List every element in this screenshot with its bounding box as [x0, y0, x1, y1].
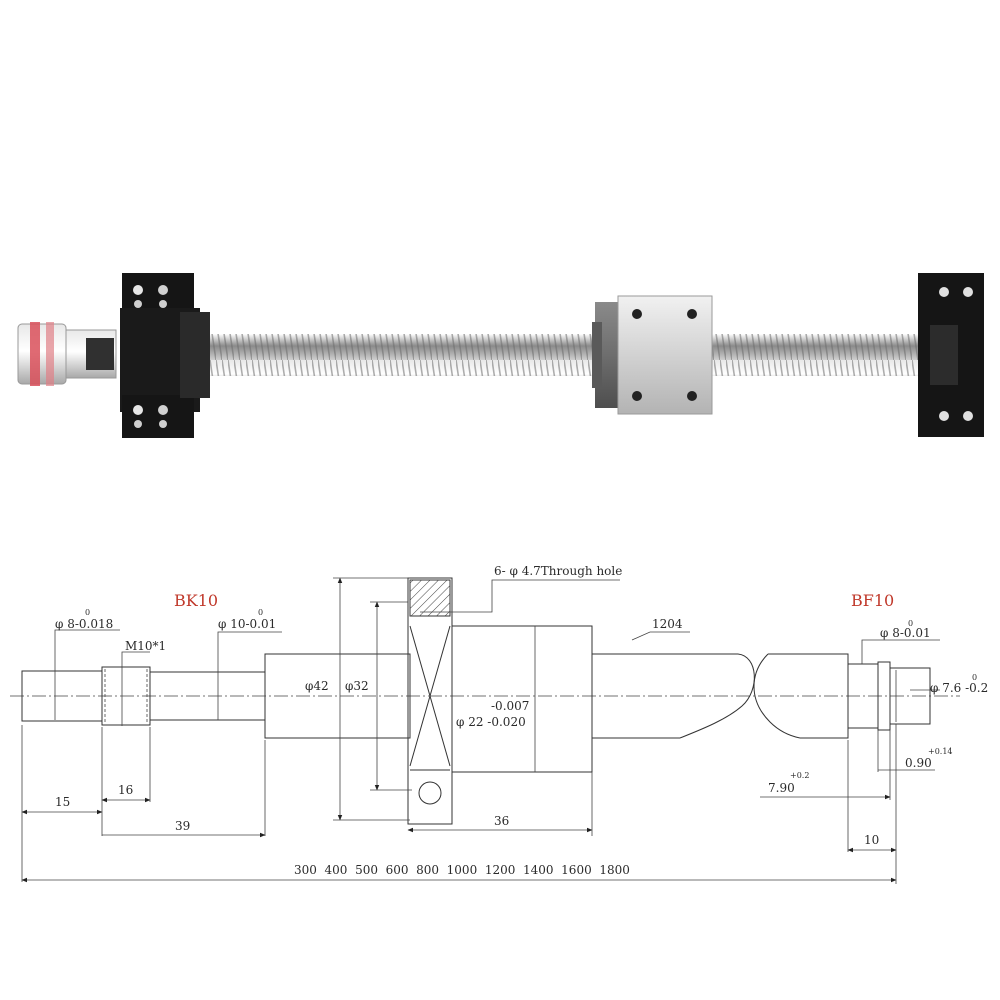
- dim-16: 16: [118, 783, 133, 797]
- right-end-dia-tol: 0: [908, 619, 913, 628]
- shaft-left-dia: φ 8-0.018: [55, 617, 113, 631]
- groove-pos-tol: +0.2: [790, 771, 809, 780]
- groove-width-tol: +0.14: [928, 747, 953, 756]
- shaft-left-dia-tol: 0: [85, 608, 90, 617]
- pcd-dia: φ32: [345, 679, 369, 693]
- thread-label: M10*1: [125, 639, 166, 653]
- ball-nut-housing: [592, 295, 713, 415]
- dim-10: 10: [864, 833, 879, 847]
- dim-15: 15: [55, 795, 70, 809]
- through-hole-label: 6- φ 4.7Through hole: [494, 564, 622, 578]
- jaw-coupler: [17, 322, 117, 386]
- dim-39: 39: [175, 819, 190, 833]
- dim-36: 36: [494, 814, 509, 828]
- technical-drawing: BK10 BF10 6- φ 4.7Through hole 0 φ 8-0.0…: [10, 564, 988, 884]
- length-options: 300 400 500 600 800 1000 1200 1400 1600 …: [294, 863, 630, 877]
- right-end-dia: φ 8-0.01: [880, 626, 931, 640]
- bf10-label: BF10: [851, 591, 894, 610]
- nut-dia-upper-tol: -0.007: [491, 699, 529, 713]
- bk10-label: BK10: [174, 591, 218, 610]
- groove-width: 0.90: [905, 756, 932, 770]
- bk10-support-block: [120, 273, 210, 438]
- groove-dia: φ 7.6 -0.2: [930, 681, 988, 695]
- shaft-step-dia: φ 10-0.01: [218, 617, 276, 631]
- product-photo: [17, 273, 984, 438]
- ball-screw-shaft: [195, 334, 935, 376]
- shaft-step-dia-tol: 0: [258, 608, 263, 617]
- screw-model-label: 1204: [652, 617, 683, 631]
- flange-dia: φ42: [305, 679, 329, 693]
- nut-dia: φ 22 -0.020: [456, 715, 526, 729]
- groove-dia-tol: 0: [972, 673, 977, 682]
- groove-pos: 7.90: [768, 781, 795, 795]
- bf10-support-block: [918, 273, 984, 437]
